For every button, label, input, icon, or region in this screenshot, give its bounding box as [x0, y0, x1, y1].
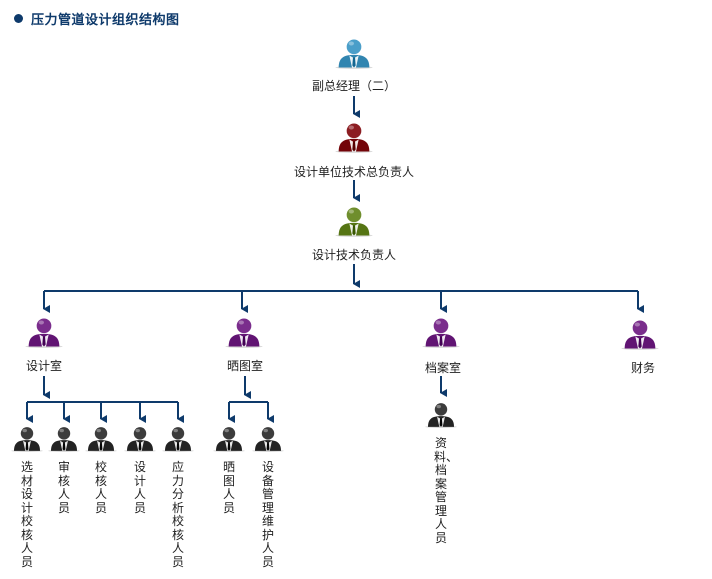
person-designer-icon — [123, 426, 157, 452]
person-design-office-icon — [24, 317, 64, 348]
person-finance-icon — [620, 319, 660, 350]
label-proofreader: 校核人员 — [94, 460, 107, 515]
diagram-header: 压力管道设计组织结构图 — [14, 9, 180, 28]
label-archive-staff: 资料、档案管理人员 — [434, 436, 459, 545]
label-equipment-staff: 设备管理维护人员 — [261, 460, 274, 569]
label-archive-room: 档案室 — [424, 361, 462, 375]
person-reviewer-icon — [47, 426, 81, 452]
label-reviewer: 审核人员 — [57, 460, 70, 515]
label-finance: 财务 — [630, 361, 656, 375]
person-print-room-icon — [224, 317, 264, 348]
label-unit-chief: 设计单位技术总负责人 — [293, 165, 415, 179]
person-archive-staff-icon — [424, 402, 458, 428]
person-stress-checker-icon — [161, 426, 195, 452]
label-print-room: 晒图室 — [226, 359, 264, 373]
label-deputy-manager: 副总经理（二） — [311, 79, 397, 93]
person-unit-chief-icon — [334, 122, 374, 153]
label-material-checker: 选材设计校核人员 — [20, 460, 33, 569]
person-proofreader-icon — [84, 426, 118, 452]
person-material-checker-icon — [10, 426, 44, 452]
label-stress-checker: 应力分析校核人员 — [171, 460, 184, 569]
person-print-staff-icon — [212, 426, 246, 452]
person-deputy-manager-icon — [334, 38, 374, 69]
person-equipment-staff-icon — [251, 426, 285, 452]
bullet-icon — [14, 13, 23, 23]
label-design-office: 设计室 — [25, 359, 63, 373]
label-designer: 设计人员 — [133, 460, 146, 515]
person-tech-chief-icon — [334, 206, 374, 237]
person-archive-room-icon — [421, 317, 461, 348]
label-print-staff: 晒图人员 — [222, 460, 235, 515]
diagram-title: 压力管道设计组织结构图 — [31, 12, 180, 28]
label-tech-chief: 设计技术负责人 — [311, 248, 397, 262]
